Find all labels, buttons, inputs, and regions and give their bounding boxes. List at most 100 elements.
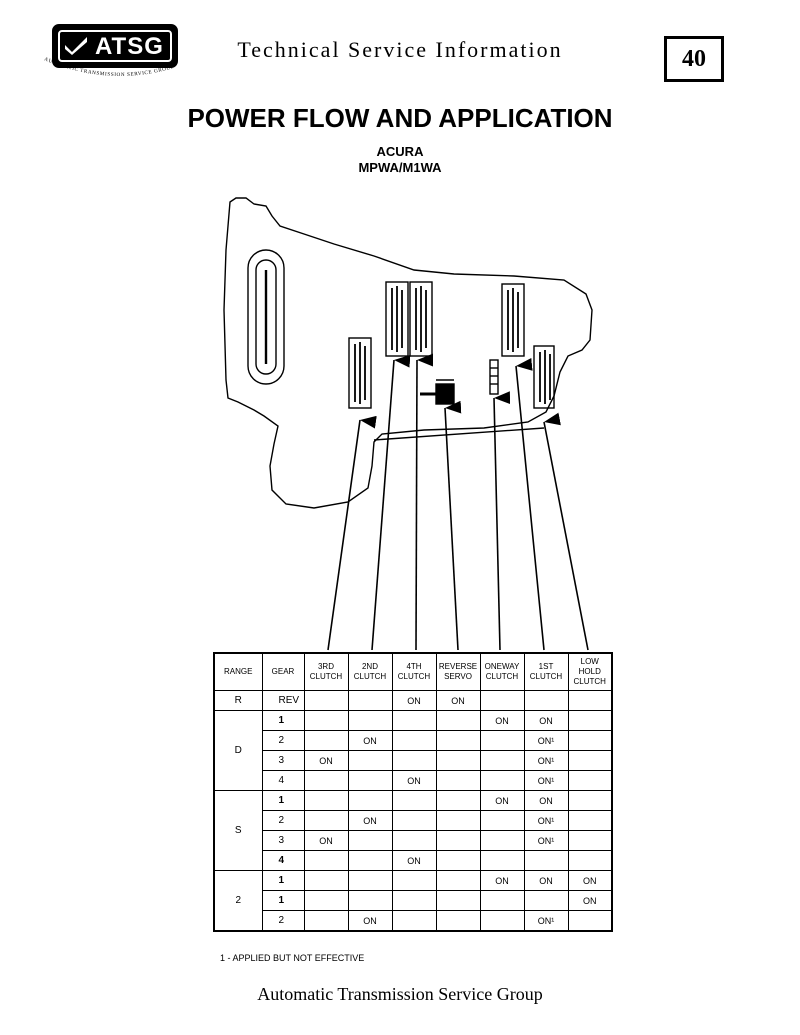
apply-cell xyxy=(391,810,437,831)
apply-cell: ON xyxy=(479,710,525,731)
apply-cell xyxy=(567,810,613,831)
apply-cell xyxy=(567,770,613,791)
arrow-third-clutch xyxy=(327,415,377,651)
gear-cell: 1 xyxy=(261,710,305,731)
apply-cell xyxy=(391,750,437,771)
column-header-text: RANGE xyxy=(224,667,253,676)
column-header-text: 4TH xyxy=(406,662,422,671)
gear-cell: 1 xyxy=(261,890,305,911)
apply-cell: ON xyxy=(391,770,437,791)
apply-cell: ON¹ xyxy=(523,750,569,771)
apply-cell xyxy=(347,890,393,911)
checkmark-icon xyxy=(65,37,87,55)
apply-cell xyxy=(391,730,437,751)
page-number: 40 xyxy=(664,36,724,82)
column-header-text: CLUTCH xyxy=(529,672,563,681)
apply-cell xyxy=(567,850,613,871)
apply-cell xyxy=(391,870,437,891)
table-row: 4 ON xyxy=(214,850,613,871)
apply-cell: ON xyxy=(303,750,349,771)
apply-cell xyxy=(567,690,613,711)
logo-text: ATSG xyxy=(95,33,164,60)
apply-cell: ON xyxy=(435,690,481,711)
second-clutch-pack xyxy=(385,281,409,357)
apply-cell xyxy=(391,890,437,911)
apply-cell xyxy=(347,710,393,731)
column-header-text: REVERSE xyxy=(438,662,478,671)
apply-cell xyxy=(479,730,525,751)
column-header-text: LOW xyxy=(580,657,599,666)
apply-cell xyxy=(435,890,481,911)
arrow-first-clutch xyxy=(515,358,545,651)
apply-cell xyxy=(347,850,393,871)
case-outline xyxy=(223,197,593,509)
apply-cell: ON xyxy=(347,910,393,932)
torque-converter xyxy=(247,249,285,385)
header-title: Technical Service Information xyxy=(237,37,563,62)
apply-cell xyxy=(435,770,481,791)
apply-cell: ON xyxy=(391,850,437,871)
apply-cell xyxy=(347,830,393,851)
column-header-text: 3RD xyxy=(317,662,334,671)
gear-cell: REV xyxy=(261,690,305,711)
gear-cell: 2 xyxy=(261,910,305,932)
page-footer: Automatic Transmission Service Group xyxy=(257,984,543,1004)
column-header-text: HOLD xyxy=(578,667,601,676)
column-header-text: CLUTCH xyxy=(573,677,606,686)
oneway-clutch xyxy=(489,359,499,395)
apply-cell: ON xyxy=(347,730,393,751)
leader-arrows xyxy=(327,353,589,651)
first-clutch-pack xyxy=(501,283,525,357)
apply-cell: ON¹ xyxy=(523,910,569,932)
atsg-logo: ATSG AUTOMATIC TRANSMISSION SERVICE GROU… xyxy=(40,22,200,84)
column-header-text: CLUTCH xyxy=(353,672,387,681)
apply-cell xyxy=(523,850,569,871)
column-header-text: ONEWAY xyxy=(484,662,520,671)
apply-cell xyxy=(303,790,349,811)
apply-cell: ON¹ xyxy=(523,830,569,851)
gear-cell: 4 xyxy=(261,770,305,791)
apply-cell xyxy=(435,730,481,751)
gear-cell: 1 xyxy=(261,870,305,891)
column-header: GEAR xyxy=(261,652,305,691)
apply-cell: ON xyxy=(523,710,569,731)
range-cell: D xyxy=(213,710,263,791)
apply-cell xyxy=(479,910,525,932)
apply-cell: ON xyxy=(347,810,393,831)
table-row: 4 ON ON¹ xyxy=(214,770,613,791)
subtitle-make: ACURA xyxy=(376,144,424,159)
column-header-text: CLUTCH xyxy=(309,672,343,681)
apply-cell xyxy=(435,870,481,891)
apply-cell xyxy=(303,730,349,751)
arrow-reverse-servo xyxy=(444,400,462,651)
page-title: POWER FLOW AND APPLICATION xyxy=(187,103,613,133)
range-cell: R xyxy=(213,690,263,711)
column-header-text: CLUTCH xyxy=(397,672,431,681)
column-header-text: SERVO xyxy=(444,672,472,681)
apply-cell: ON xyxy=(391,690,437,711)
apply-cell xyxy=(391,790,437,811)
apply-cell: ON¹ xyxy=(523,770,569,791)
low-hold-clutch-pack xyxy=(533,345,555,409)
apply-cell xyxy=(435,810,481,831)
third-clutch-pack xyxy=(348,337,372,409)
apply-cell: ON xyxy=(479,870,525,891)
apply-cell: ON xyxy=(523,870,569,891)
fourth-clutch-pack xyxy=(409,281,433,357)
arrow-low-hold-clutch xyxy=(543,412,589,651)
column-header-text: 1ST xyxy=(538,662,554,671)
gear-cell: 4 xyxy=(261,850,305,871)
apply-cell xyxy=(479,810,525,831)
transmission-diagram xyxy=(223,197,593,651)
footnote: 1 - APPLIED BUT NOT EFFECTIVE xyxy=(220,953,365,963)
